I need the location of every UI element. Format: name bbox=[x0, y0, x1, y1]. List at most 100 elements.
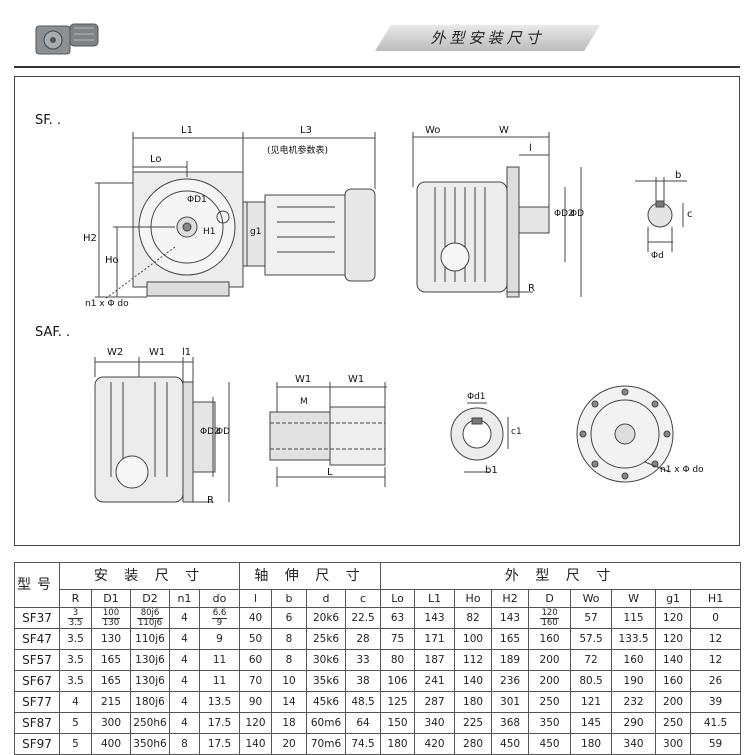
stacked-value-bottom: 3.5 bbox=[68, 617, 83, 628]
cell-d2: 350h6 bbox=[130, 733, 170, 755]
cell-d: 250 bbox=[528, 691, 572, 713]
dim-d: ΦD bbox=[570, 209, 585, 219]
group-install: 安 装 尺 寸 bbox=[58, 562, 241, 590]
cell-l1: 241 bbox=[414, 670, 456, 692]
cell-h1: 12 bbox=[690, 628, 742, 650]
table-group-header: 型号 安 装 尺 寸 轴 伸 尺 寸 外 型 尺 寸 bbox=[14, 562, 742, 608]
stacked-value-bottom: 9 bbox=[216, 617, 223, 628]
cell-w: 160 bbox=[611, 649, 657, 671]
column-header-g1: g1 bbox=[655, 589, 692, 608]
dim-h0: Ho bbox=[105, 255, 119, 266]
dim-h1: H1 bbox=[203, 227, 216, 237]
cell-n1: 4 bbox=[169, 628, 200, 650]
model-cell: SF57 bbox=[14, 649, 60, 671]
sf-section-label: SF. . bbox=[35, 113, 62, 128]
cell-d: 45k6 bbox=[306, 691, 347, 713]
cell-r: 5 bbox=[59, 712, 92, 734]
cell-w: 133.5 bbox=[611, 628, 657, 650]
column-header-w: W bbox=[611, 589, 657, 608]
cell-l: 70 bbox=[239, 670, 273, 692]
cell-ho: 100 bbox=[454, 628, 493, 650]
column-header-wo: Wo bbox=[570, 589, 613, 608]
cell-l1: 420 bbox=[414, 733, 456, 755]
cell-g1: 140 bbox=[655, 649, 692, 671]
cell-d1: 165 bbox=[91, 649, 131, 671]
cell-do: 11 bbox=[198, 670, 241, 692]
cell-lo: 106 bbox=[380, 670, 416, 692]
shaft-section bbox=[635, 177, 687, 252]
cell-g1: 250 bbox=[655, 712, 692, 734]
cell-lo: 80 bbox=[380, 649, 416, 671]
cell-wo: 72 bbox=[570, 649, 613, 671]
saf-side-view bbox=[94, 357, 230, 503]
cell-l1: 187 bbox=[414, 649, 456, 671]
cell-wo: 145 bbox=[570, 712, 613, 734]
cell-lo: 75 bbox=[380, 628, 416, 650]
model-cell: SF97 bbox=[14, 733, 60, 755]
cell-b: 20 bbox=[271, 733, 308, 755]
dim-hollow-l: L bbox=[327, 467, 333, 478]
cell-n1: 4 bbox=[169, 670, 200, 692]
dim-h2: H2 bbox=[83, 233, 97, 244]
dim-hollow-w1b: W1 bbox=[348, 374, 365, 385]
stacked-value-bottom: 130 bbox=[102, 617, 120, 628]
dim-saf-d: ΦD bbox=[216, 427, 231, 437]
cell-ho: 112 bbox=[454, 649, 493, 671]
cell-do: 17.5 bbox=[198, 733, 241, 755]
cell-c: 74.5 bbox=[345, 733, 382, 755]
cell-l: 40 bbox=[239, 607, 273, 629]
dim-w: W bbox=[499, 125, 509, 136]
cell-h2: 236 bbox=[491, 670, 530, 692]
hollow-shaft-view bbox=[269, 382, 387, 487]
cell-wo: 57 bbox=[570, 607, 613, 629]
cell-n1: 4 bbox=[169, 712, 200, 734]
dim-d1-bore: Φd1 bbox=[467, 392, 486, 402]
dim-r: R bbox=[528, 283, 535, 294]
title-banner bbox=[375, 25, 600, 51]
column-header-ho: Ho bbox=[454, 589, 493, 608]
stacked-value-bottom: 160 bbox=[541, 617, 558, 628]
cell-c: 33 bbox=[345, 649, 382, 671]
column-header-n1: n1 bbox=[169, 589, 200, 608]
column-header-d: D bbox=[528, 589, 572, 608]
cell-do: 9 bbox=[198, 628, 241, 650]
column-header-h2: H2 bbox=[491, 589, 530, 608]
cell-g1: 120 bbox=[655, 628, 692, 650]
cell-d2: 130j6 bbox=[130, 649, 170, 671]
cell-h1: 59 bbox=[690, 733, 742, 755]
cell-h2: 450 bbox=[491, 733, 530, 755]
cell-d: 70m6 bbox=[306, 733, 347, 755]
cell-h2: 143 bbox=[491, 607, 530, 629]
model-cell: SF47 bbox=[14, 628, 60, 650]
cell-w: 190 bbox=[611, 670, 657, 692]
cell-r: 3.5 bbox=[59, 670, 92, 692]
cell-d: 60m6 bbox=[306, 712, 347, 734]
cell-w: 340 bbox=[611, 733, 657, 755]
dim-d2: ΦD2 bbox=[554, 209, 574, 219]
page-title: 外型安装尺寸 bbox=[430, 29, 545, 47]
cell-d: 160 bbox=[528, 628, 572, 650]
drawing-graphics bbox=[94, 132, 687, 503]
model-cell: SF87 bbox=[14, 712, 60, 734]
column-header-c: c bbox=[345, 589, 382, 608]
cell-g1: 160 bbox=[655, 670, 692, 692]
cell-h2: 165 bbox=[491, 628, 530, 650]
cell-b: 14 bbox=[271, 691, 308, 713]
cell-lo: 125 bbox=[380, 691, 416, 713]
cell-r: 4 bbox=[59, 691, 92, 713]
dim-l: l bbox=[529, 143, 532, 154]
cell-h2: 189 bbox=[491, 649, 530, 671]
cell-d1: 130 bbox=[91, 628, 131, 650]
cell-lo: 150 bbox=[380, 712, 416, 734]
cell-r: 5 bbox=[59, 733, 92, 755]
cell-l1: 340 bbox=[414, 712, 456, 734]
